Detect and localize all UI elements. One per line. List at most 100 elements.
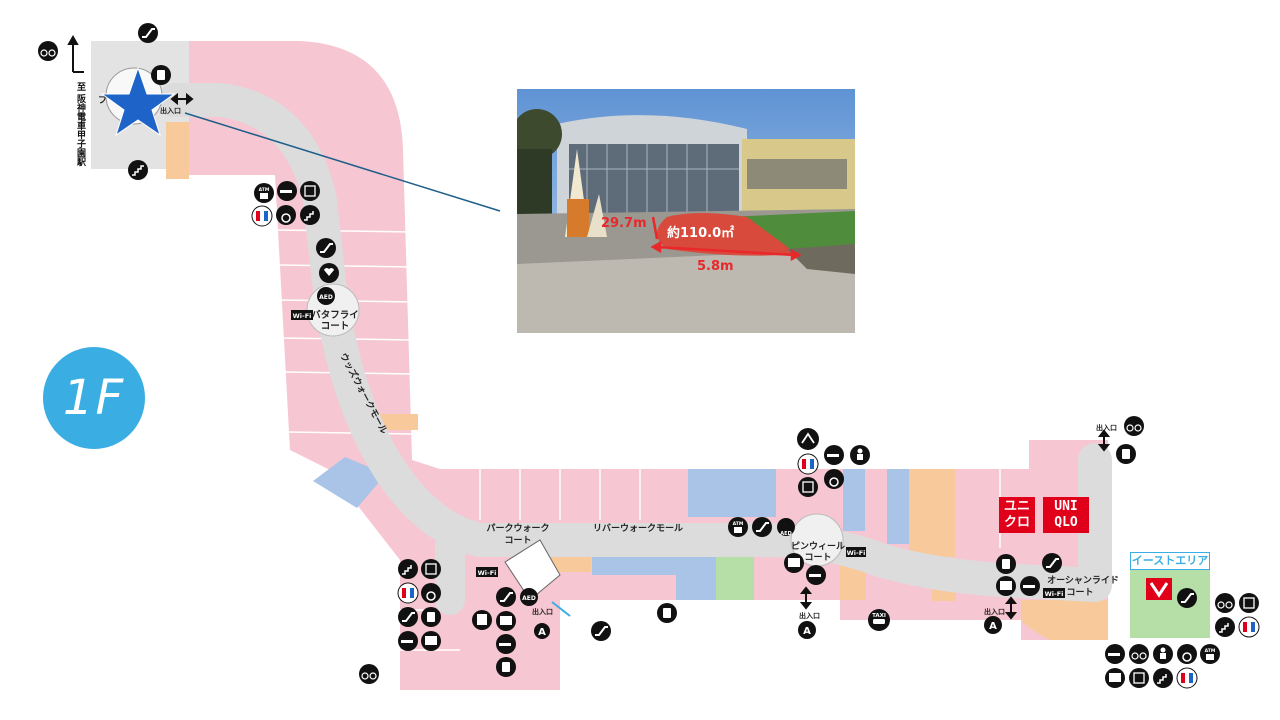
court-front-label: フ [98, 96, 107, 106]
corridor [158, 83, 1112, 602]
river-walk-mall-label: リバーウォークモール [593, 523, 683, 534]
smoking-icon [496, 634, 516, 654]
stairs-icon [1215, 617, 1235, 637]
info-icon [850, 445, 870, 465]
stairs-icon [300, 205, 320, 225]
phone-icon [657, 603, 677, 623]
svg-text:AED: AED [780, 531, 791, 537]
escalator-icon [1042, 553, 1062, 573]
uniqlo-kana-line2: クロ [1003, 515, 1030, 530]
bicycle-icon [1129, 644, 1149, 664]
pinwheel-court-label-2: コート [804, 552, 831, 563]
wifi-badge: Wi-Fi [291, 310, 313, 320]
bicycle-icon [359, 664, 379, 684]
facility-icons: ATM AED AED ATM AED [38, 23, 1260, 689]
wifi-badge: Wi-Fi [1043, 588, 1065, 598]
shop-blue [843, 469, 865, 531]
smoking-icon [824, 445, 844, 465]
dimension-label-area: 約110.0㎡ [667, 225, 734, 241]
wheelchair-icon [276, 205, 296, 225]
court-butterfly-label: バタフライ [311, 309, 359, 321]
svg-text:Wi-Fi: Wi-Fi [478, 569, 497, 577]
entrance-label-pinwheel: 出入口 [799, 611, 820, 620]
svg-text:A: A [989, 621, 997, 632]
entrance-arrow [67, 34, 1111, 620]
uniqlo-latin-line2: QLO [1054, 515, 1078, 530]
ocean-ride-court-label: オーシャンライド [1047, 575, 1119, 586]
smoking-icon [1020, 576, 1040, 596]
smoking-icon [1105, 644, 1125, 664]
phone-icon [496, 657, 516, 677]
svg-text:AED: AED [522, 595, 536, 602]
uniqlo-logo-latin: UNI QLO [1043, 497, 1089, 533]
atm-icon [472, 610, 492, 630]
pinwheel-court-label: ピンウィール [791, 540, 845, 552]
entrance-label-park: 出入口 [532, 607, 553, 616]
entrance-label-east: 出入口 [1096, 423, 1117, 432]
toilet-icon [1176, 667, 1198, 689]
bicycle-icon [38, 41, 58, 61]
atm-icon: ATM [1200, 644, 1220, 664]
wheelchair-icon [1177, 644, 1197, 664]
shop-orange [909, 469, 955, 557]
phone-icon [996, 554, 1016, 574]
wifi-badge: Wi-Fi [476, 567, 498, 577]
wheelchair-icon [824, 469, 844, 489]
shop-orange [1021, 600, 1108, 640]
smoking-icon [398, 631, 418, 651]
escalator-icon [138, 23, 158, 43]
current-location-star [100, 66, 176, 137]
svg-text:TAXI: TAXI [872, 613, 886, 619]
smoking-icon [806, 565, 826, 585]
uniqlo-logo-kana: ユニ クロ [999, 497, 1035, 533]
entrance-label-top-left: 出入口 [160, 106, 181, 115]
locker-icon [784, 553, 804, 573]
stairs-icon [398, 559, 418, 579]
park-walk-court-label-2: コート [504, 535, 531, 546]
escalator-icon [591, 621, 611, 641]
shop-blue [313, 457, 386, 508]
entrance-a-marker: A [798, 621, 816, 639]
svg-text:Wi-Fi: Wi-Fi [847, 549, 866, 557]
east-store-logo [1146, 578, 1172, 600]
svg-text:ATM: ATM [1205, 648, 1216, 654]
escalator-icon [1177, 588, 1197, 608]
phone-icon [1116, 444, 1136, 464]
park-walk-court-label: パークウォーク [486, 522, 549, 534]
entrance-a-marker: A [984, 616, 1002, 634]
dimension-label-left: 29.7m [601, 216, 647, 231]
aed-icon [319, 263, 339, 283]
shop-blue [887, 469, 909, 544]
direction-arrow-blue [551, 601, 571, 617]
svg-text:ATM: ATM [733, 521, 744, 527]
court-butterfly-label-2: コート [321, 321, 350, 332]
escalator-icon [496, 587, 516, 607]
stairs-icon [1153, 668, 1173, 688]
info-icon [1153, 644, 1173, 664]
atm-icon: ATM [728, 517, 748, 537]
uniqlo-latin-line1: UNI [1054, 499, 1078, 514]
locker-icon [996, 576, 1016, 596]
aed-icon: AED [317, 287, 335, 305]
svg-text:ATM: ATM [259, 187, 270, 193]
elevator-icon [1239, 593, 1259, 613]
locker-icon [496, 611, 516, 631]
wheelchair-icon [421, 583, 441, 603]
nursing-icon [797, 428, 819, 450]
atm-icon: ATM [254, 183, 274, 203]
toilet-icon [1238, 616, 1260, 638]
escalator-icon [752, 517, 772, 537]
dimension-label-bottom: 5.8m [697, 259, 734, 274]
phone-icon [421, 607, 441, 627]
location-photo-illustration: 29.7m 約110.0㎡ 5.8m [517, 89, 855, 333]
locker-icon [421, 631, 441, 651]
aed-icon: AED [777, 518, 795, 537]
station-direction-label: 至 阪神電車甲子園駅 [75, 82, 85, 167]
smoking-icon [277, 181, 297, 201]
elevator-icon [421, 559, 441, 579]
aed-icon: AED [520, 588, 538, 606]
location-photo: 29.7m 約110.0㎡ 5.8m [517, 89, 855, 333]
escalator-icon [316, 238, 336, 258]
taxi-icon: TAXI [868, 609, 890, 631]
phone-icon [151, 65, 171, 85]
